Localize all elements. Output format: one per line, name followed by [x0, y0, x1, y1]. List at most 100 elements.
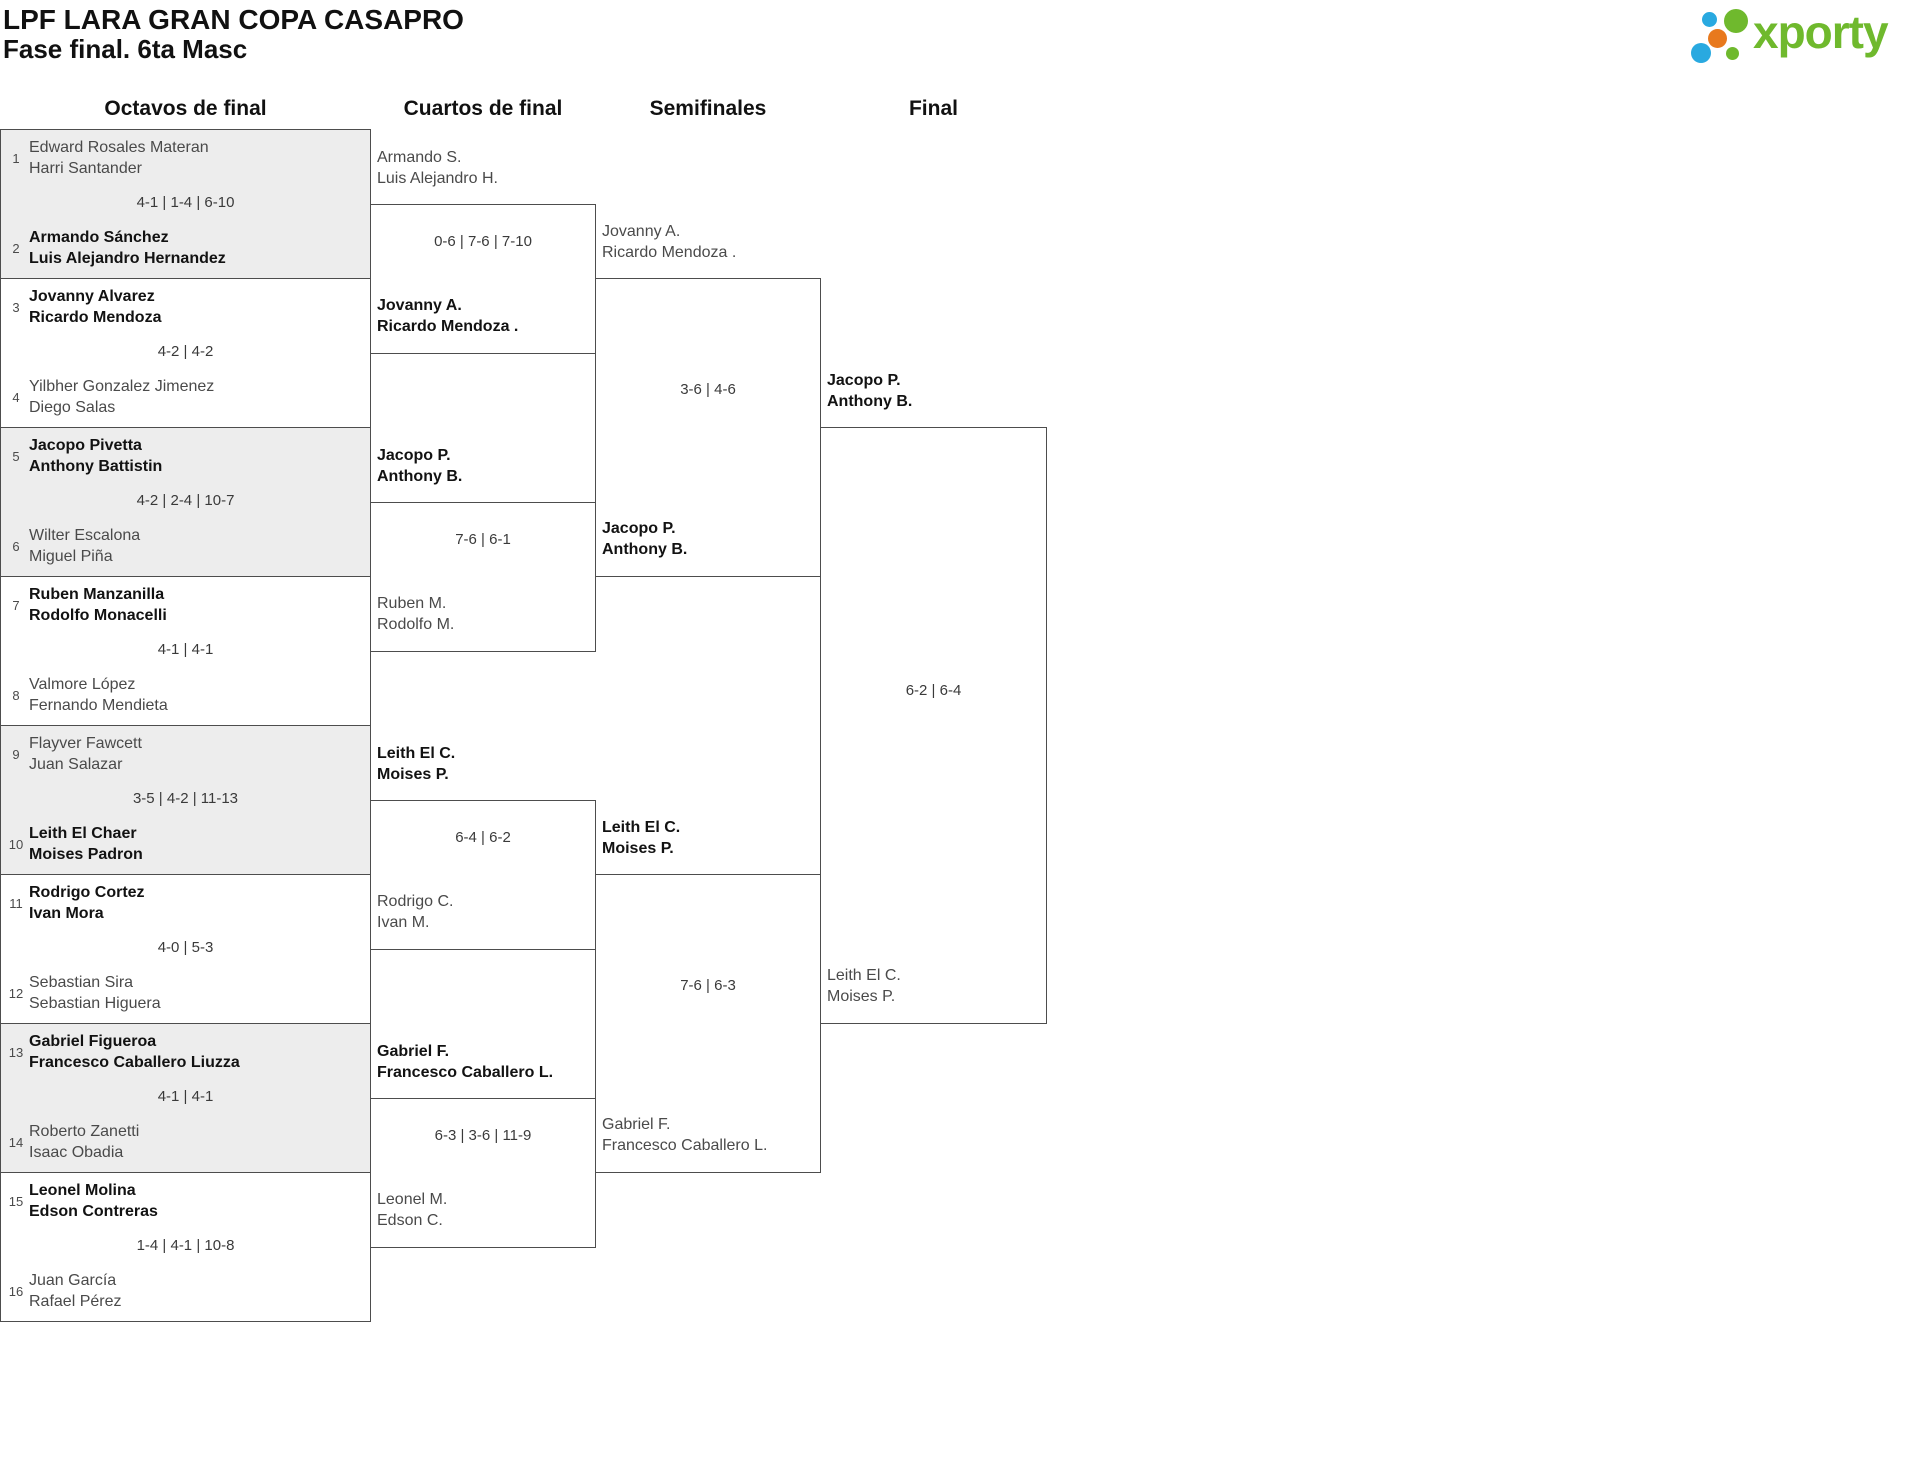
player-name: Jovanny A. — [377, 297, 462, 314]
player-name: Jacopo P. — [827, 372, 901, 389]
match-octavos-6: 11 Rodrigo Cortez Ivan Mora 4-0 | 5-3 12… — [0, 874, 371, 1024]
player-name: Francesco Caballero L. — [602, 1137, 768, 1154]
team-top: Jacopo P. Anthony B. — [377, 445, 462, 487]
player-name: Luis Alejandro H. — [377, 170, 498, 187]
team-top: Rodrigo Cortez Ivan Mora — [29, 882, 145, 924]
xporty-logo: xporty — [1686, 2, 1916, 68]
team-bottom: Juan García Rafael Pérez — [29, 1270, 122, 1312]
player-name: Rodolfo M. — [377, 616, 455, 633]
logo-dot-blue-small-icon — [1702, 12, 1717, 27]
seed-number: 2 — [12, 240, 20, 256]
seed-number: 15 — [8, 1193, 24, 1209]
player-name: Ricardo Mendoza — [29, 309, 162, 326]
player-name: Edson Contreras — [29, 1203, 158, 1220]
logo-wordmark: xporty — [1753, 6, 1889, 58]
player-name: Ivan M. — [377, 914, 430, 931]
player-name: Rodrigo C. — [377, 893, 454, 910]
player-name: Armando Sánchez — [29, 229, 169, 246]
match-final: Jacopo P. Anthony B. 6-2 | 6-4 Leith El … — [820, 372, 1047, 1024]
player-name: Ricardo Mendoza . — [602, 244, 737, 261]
team-bottom: Leith El C. Moises P. — [827, 965, 901, 1007]
team-bottom: Wilter Escalona Miguel Piña — [29, 525, 140, 567]
match-score: 1-4 | 4-1 | 10-8 — [136, 1237, 235, 1254]
team-bottom: Armando Sánchez Luis Alejandro Hernandez — [29, 227, 226, 269]
team-bottom: Valmore López Fernando Mendieta — [29, 674, 168, 716]
seed-number: 4 — [12, 389, 20, 405]
match-semifinal-1: Jovanny A. Ricardo Mendoza . 3-6 | 4-6 J… — [595, 223, 821, 577]
player-name: Sebastian Sira — [29, 974, 134, 991]
seed-number: 16 — [8, 1283, 24, 1299]
seed-number: 13 — [8, 1044, 24, 1060]
player-name: Anthony B. — [602, 541, 688, 558]
seed-number: 14 — [8, 1134, 24, 1150]
team-top: Armando S. Luis Alejandro H. — [377, 147, 498, 189]
player-name: Ruben M. — [377, 595, 447, 612]
round-label-final: Final — [908, 97, 958, 120]
match-semifinal-2: Leith El C. Moises P. 7-6 | 6-3 Gabriel … — [595, 819, 821, 1173]
player-name: Jacopo Pivetta — [29, 437, 142, 454]
team-bottom: Jovanny A. Ricardo Mendoza . — [377, 295, 518, 337]
match-score: 4-0 | 5-3 — [157, 939, 214, 956]
player-name: Moises P. — [377, 766, 449, 783]
player-name: Francesco Caballero L. — [377, 1064, 554, 1081]
match-score: 0-6 | 7-6 | 7-10 — [434, 233, 532, 250]
match-octavos-7: 13 Gabriel Figueroa Francesco Caballero … — [0, 1023, 371, 1173]
team-top: Leith El C. Moises P. — [377, 743, 455, 785]
player-name: Luis Alejandro Hernandez — [29, 250, 226, 267]
team-top: Jovanny Alvarez Ricardo Mendoza — [29, 286, 161, 328]
player-name: Francesco Caballero Liuzza — [29, 1054, 240, 1071]
team-bottom: Leonel M. Edson C. — [377, 1189, 447, 1231]
team-bottom: Jacopo P. Anthony B. — [602, 518, 687, 560]
round-label-semifinales: Semifinales — [649, 97, 767, 120]
player-name: Flayver Fawcett — [29, 735, 142, 752]
player-name: Diego Salas — [29, 399, 116, 416]
team-bottom: Roberto Zanetti Isaac Obadia — [29, 1121, 139, 1163]
match-score: 6-2 | 6-4 — [905, 682, 962, 699]
player-name: Rodolfo Monacelli — [29, 607, 167, 624]
player-name: Gabriel F. — [377, 1043, 450, 1060]
player-name: Moises P. — [827, 988, 896, 1005]
player-name: Gabriel F. — [602, 1116, 671, 1133]
player-name: Wilter Escalona — [29, 527, 141, 544]
seed-number: 7 — [12, 597, 20, 613]
team-top: Leonel Molina Edson Contreras — [29, 1180, 158, 1222]
player-name: Juan Salazar — [29, 756, 123, 773]
match-score: 4-2 | 2-4 | 10-7 — [136, 492, 235, 509]
player-name: Moises P. — [602, 840, 674, 857]
player-name: Anthony Battistin — [29, 458, 163, 475]
player-name: Rafael Pérez — [29, 1293, 122, 1310]
player-name: Roberto Zanetti — [29, 1123, 140, 1140]
player-name: Sebastian Higuera — [29, 995, 161, 1012]
match-octavos-3: 5 Jacopo Pivetta Anthony Battistin 4-2 |… — [0, 427, 371, 577]
match-octavos-8: 15 Leonel Molina Edson Contreras 1-4 | 4… — [0, 1172, 371, 1322]
logo-dot-green-small-icon — [1726, 47, 1739, 60]
player-name: Fernando Mendieta — [29, 697, 168, 714]
match-score: 7-6 | 6-3 — [680, 977, 736, 994]
logo-dot-green-large-icon — [1724, 9, 1748, 33]
match-octavos-5: 9 Flayver Fawcett Juan Salazar 3-5 | 4-2… — [0, 725, 371, 875]
team-top: Leith El C. Moises P. — [602, 817, 680, 859]
match-score: 6-4 | 6-2 — [455, 829, 511, 846]
seed-number: 1 — [12, 150, 20, 166]
match-cuartos-4: Gabriel F. Francesco Caballero L. 6-3 | … — [370, 1043, 596, 1248]
player-name: Harri Santander — [29, 160, 142, 177]
team-bottom: Leith El Chaer Moises Padron — [29, 823, 143, 865]
match-score: 4-1 | 4-1 — [157, 1088, 214, 1105]
team-bottom: Yilbher Gonzalez Jimenez Diego Salas — [29, 376, 214, 418]
round-label-cuartos: Cuartos de final — [403, 97, 563, 120]
player-name: Valmore López — [29, 676, 136, 693]
player-name: Ricardo Mendoza . — [377, 318, 519, 335]
match-octavos-2: 3 Jovanny Alvarez Ricardo Mendoza 4-2 | … — [0, 278, 371, 428]
player-name: Isaac Obadia — [29, 1144, 124, 1161]
page-subtitle: Fase final. 6ta Masc — [3, 34, 248, 64]
match-cuartos-3: Leith El C. Moises P. 6-4 | 6-2 Rodrigo … — [370, 745, 596, 950]
seed-number: 12 — [8, 985, 24, 1001]
player-name: Leith El C. — [602, 819, 681, 836]
team-bottom: Ruben M. Rodolfo M. — [377, 593, 454, 635]
match-score: 7-6 | 6-1 — [455, 531, 511, 548]
match-score: 4-1 | 4-1 — [157, 641, 214, 658]
team-top: Edward Rosales Materan Harri Santander — [29, 137, 209, 179]
logo-dot-orange-icon — [1708, 29, 1727, 48]
player-name: Armando S. — [377, 149, 462, 166]
